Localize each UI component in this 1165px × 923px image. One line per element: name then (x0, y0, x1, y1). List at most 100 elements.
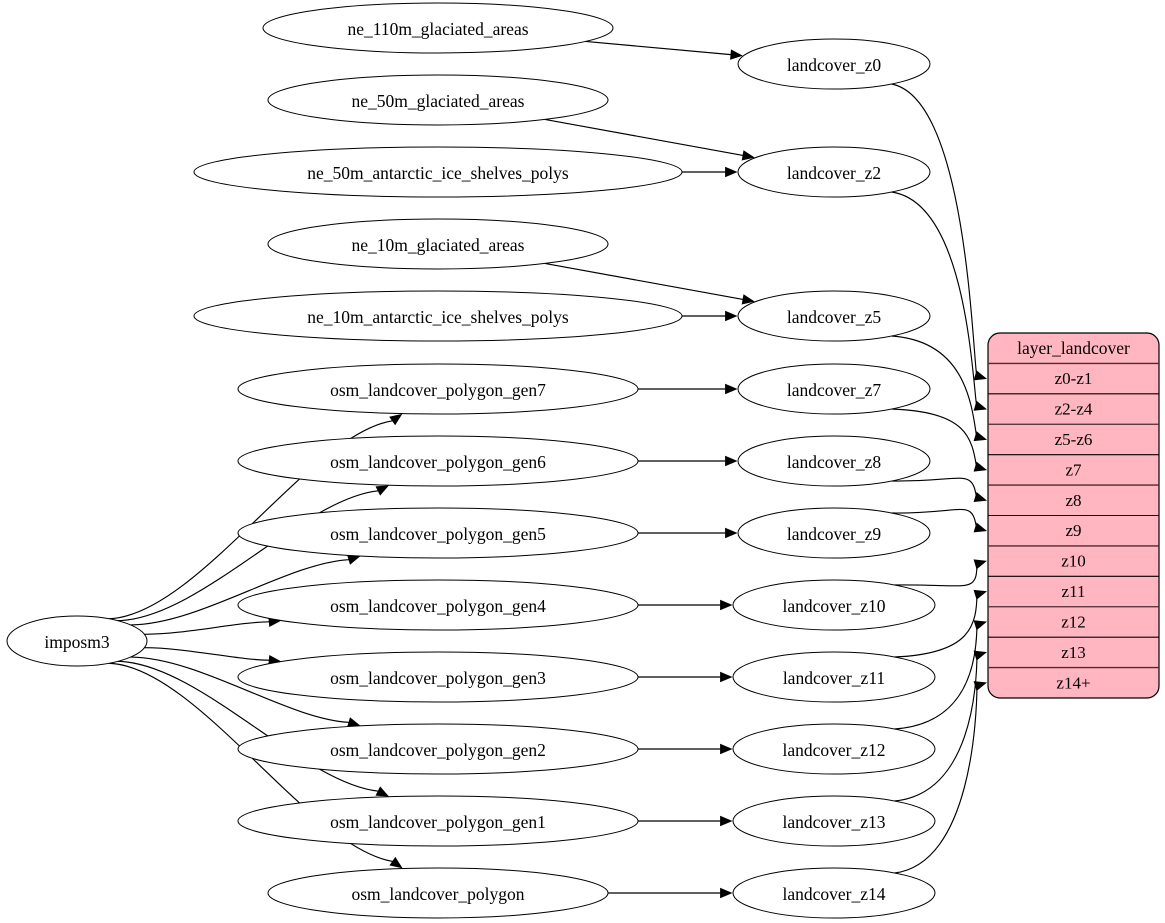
edge-arrowhead (347, 717, 361, 728)
node-label-osm_landcover_polygon_gen5: osm_landcover_polygon_gen5 (330, 524, 546, 544)
node-ne_110m_glaciated_areas[interactable]: ne_110m_glaciated_areas (262, 2, 614, 54)
layer-landcover-table[interactable]: layer_landcover z0-z1 z2-z4 z5-z6 z7 z8 z9 z10 z… (987, 332, 1160, 699)
node-ellipse-ne_50m_antarctic_ice_shelves_polys (193, 146, 683, 198)
node-ellipse-landcover_z0 (737, 38, 931, 90)
edge-ne_110m_glaciated_areas-to-landcover_z0 (585, 40, 743, 60)
edge-osm_landcover_polygon_gen2-to-landcover_z12 (638, 743, 733, 755)
edge-arrowhead (347, 554, 361, 565)
node-ellipse-landcover_z7 (737, 363, 931, 415)
node-label-osm_landcover_polygon_gen2: osm_landcover_polygon_gen2 (330, 740, 546, 760)
table-row-z7[interactable]: z7 (1065, 460, 1082, 479)
edge-ne_50m_antarctic_ice_shelves_polys-to-landcover_z2 (682, 166, 738, 178)
edge-osm_landcover_polygon_gen7-to-landcover_z7 (638, 383, 738, 395)
node-label-landcover_z2: landcover_z2 (787, 163, 881, 183)
node-osm_landcover_polygon_gen5[interactable]: osm_landcover_polygon_gen5 (237, 507, 639, 559)
edge-path (544, 118, 744, 157)
edge-arrowhead (973, 681, 987, 692)
edge-arrowhead (720, 671, 733, 683)
node-label-osm_landcover_polygon_gen1: osm_landcover_polygon_gen1 (330, 812, 546, 832)
edge-path (891, 335, 978, 440)
node-landcover_z2[interactable]: landcover_z2 (737, 146, 931, 198)
node-ellipse-landcover_z10 (732, 579, 936, 631)
node-label-landcover_z9: landcover_z9 (787, 524, 882, 544)
edge-imposm3-to-osm_landcover_polygon_gen6 (117, 485, 389, 622)
edge-path (891, 83, 978, 379)
table-row-z0-z1[interactable]: z0-z1 (1055, 369, 1093, 388)
node-ne_10m_glaciated_areas[interactable]: ne_10m_glaciated_areas (267, 218, 609, 270)
table-row-z9[interactable]: z9 (1065, 521, 1081, 540)
node-label-osm_landcover_polygon_gen6: osm_landcover_polygon_gen6 (330, 452, 546, 472)
node-label-ne_50m_glaciated_areas: ne_50m_glaciated_areas (352, 91, 525, 111)
edge-arrowhead (973, 461, 987, 472)
table-row-z12[interactable]: z12 (1061, 612, 1086, 631)
table-row-z11[interactable]: z11 (1062, 582, 1086, 601)
edge-arrowhead (973, 589, 987, 600)
edge-imposm3-to-osm_landcover_polygon_gen4 (144, 616, 282, 635)
edge-arrowhead (741, 294, 755, 305)
edge-arrowhead (973, 620, 987, 631)
node-label-landcover_z11: landcover_z11 (783, 668, 885, 688)
node-landcover_z11[interactable]: landcover_z11 (732, 651, 936, 703)
table-row-z10[interactable]: z10 (1061, 552, 1086, 571)
edge-path (117, 490, 379, 622)
node-label-landcover_z14: landcover_z14 (782, 884, 885, 904)
layer-table-header: layer_landcover (1017, 338, 1130, 358)
node-ne_50m_antarctic_ice_shelves_polys[interactable]: ne_50m_antarctic_ice_shelves_polys (193, 146, 683, 198)
edge-path (585, 40, 731, 56)
node-landcover_z10[interactable]: landcover_z10 (732, 579, 936, 631)
table-row-z5-z6[interactable]: z5-z6 (1055, 430, 1093, 449)
node-ne_50m_glaciated_areas[interactable]: ne_50m_glaciated_areas (267, 74, 609, 126)
edge-arrowhead (973, 400, 987, 411)
edge-imposm3-to-osm_landcover_polygon_gen5 (130, 554, 361, 626)
edge-landcover_z10-to-layer_landcover.z10 (894, 559, 987, 587)
node-osm_landcover_polygon_gen2[interactable]: osm_landcover_polygon_gen2 (237, 723, 639, 775)
node-osm_landcover_polygon_gen6[interactable]: osm_landcover_polygon_gen6 (237, 435, 639, 487)
table-row-z14+[interactable]: z14+ (1056, 673, 1090, 692)
edge-ne_10m_glaciated_areas-to-landcover_z5 (544, 262, 755, 305)
node-osm_landcover_polygon_gen1[interactable]: osm_landcover_polygon_gen1 (237, 795, 639, 847)
node-label-ne_110m_glaciated_areas: ne_110m_glaciated_areas (347, 19, 528, 39)
node-osm_landcover_polygon_gen4[interactable]: osm_landcover_polygon_gen4 (237, 579, 639, 631)
node-label-landcover_z7: landcover_z7 (787, 380, 882, 400)
edge-arrowhead (725, 383, 738, 395)
node-label-landcover_z13: landcover_z13 (782, 812, 885, 832)
node-landcover_z12[interactable]: landcover_z12 (732, 723, 936, 775)
node-landcover_z7[interactable]: landcover_z7 (737, 363, 931, 415)
edge-arrowhead (375, 786, 389, 797)
node-ellipse-landcover_z13 (732, 795, 936, 847)
node-osm_landcover_polygon_gen7[interactable]: osm_landcover_polygon_gen7 (237, 363, 639, 415)
edge-path (891, 477, 978, 501)
node-imposm3[interactable]: imposm3 (6, 615, 148, 667)
edge-arrowhead (725, 527, 738, 539)
edge-osm_landcover_polygon-to-landcover_z14 (608, 887, 733, 899)
node-landcover_z9[interactable]: landcover_z9 (737, 507, 931, 559)
node-label-landcover_z0: landcover_z0 (787, 55, 882, 75)
edge-arrowhead (973, 370, 987, 381)
node-landcover_z0[interactable]: landcover_z0 (737, 38, 931, 90)
node-label-osm_landcover_polygon: osm_landcover_polygon (351, 884, 524, 904)
edge-arrowhead (730, 49, 743, 60)
node-landcover_z8[interactable]: landcover_z8 (737, 435, 931, 487)
node-osm_landcover_polygon[interactable]: osm_landcover_polygon (267, 867, 609, 919)
node-ellipse-osm_landcover_polygon_gen3 (237, 651, 639, 703)
node-landcover_z5[interactable]: landcover_z5 (737, 290, 931, 342)
node-osm_landcover_polygon_gen3[interactable]: osm_landcover_polygon_gen3 (237, 651, 639, 703)
table-row-z2-z4[interactable]: z2-z4 (1055, 400, 1093, 419)
node-ellipse-osm_landcover_polygon_gen1 (237, 795, 639, 847)
edge-arrowhead (725, 455, 738, 467)
edge-path (894, 652, 978, 802)
node-ne_10m_antarctic_ice_shelves_polys[interactable]: ne_10m_antarctic_ice_shelves_polys (193, 290, 683, 342)
table-row-z13[interactable]: z13 (1061, 643, 1086, 662)
table-row-z8[interactable]: z8 (1065, 491, 1081, 510)
node-ellipse-landcover_z8 (737, 435, 931, 487)
node-landcover_z14[interactable]: landcover_z14 (732, 867, 936, 919)
edge-ne_50m_glaciated_areas-to-landcover_z2 (544, 118, 755, 161)
node-ellipse-landcover_z9 (737, 507, 931, 559)
edge-path (894, 621, 978, 730)
node-landcover_z13[interactable]: landcover_z13 (732, 795, 936, 847)
edge-landcover_z2-to-layer_landcover.z2-z4 (891, 191, 987, 411)
node-ellipse-osm_landcover_polygon_gen7 (237, 363, 639, 415)
edge-landcover_z14-to-layer_landcover.z14+ (894, 681, 987, 874)
edge-osm_landcover_polygon_gen5-to-landcover_z9 (638, 527, 738, 539)
edge-arrowhead (973, 522, 987, 533)
